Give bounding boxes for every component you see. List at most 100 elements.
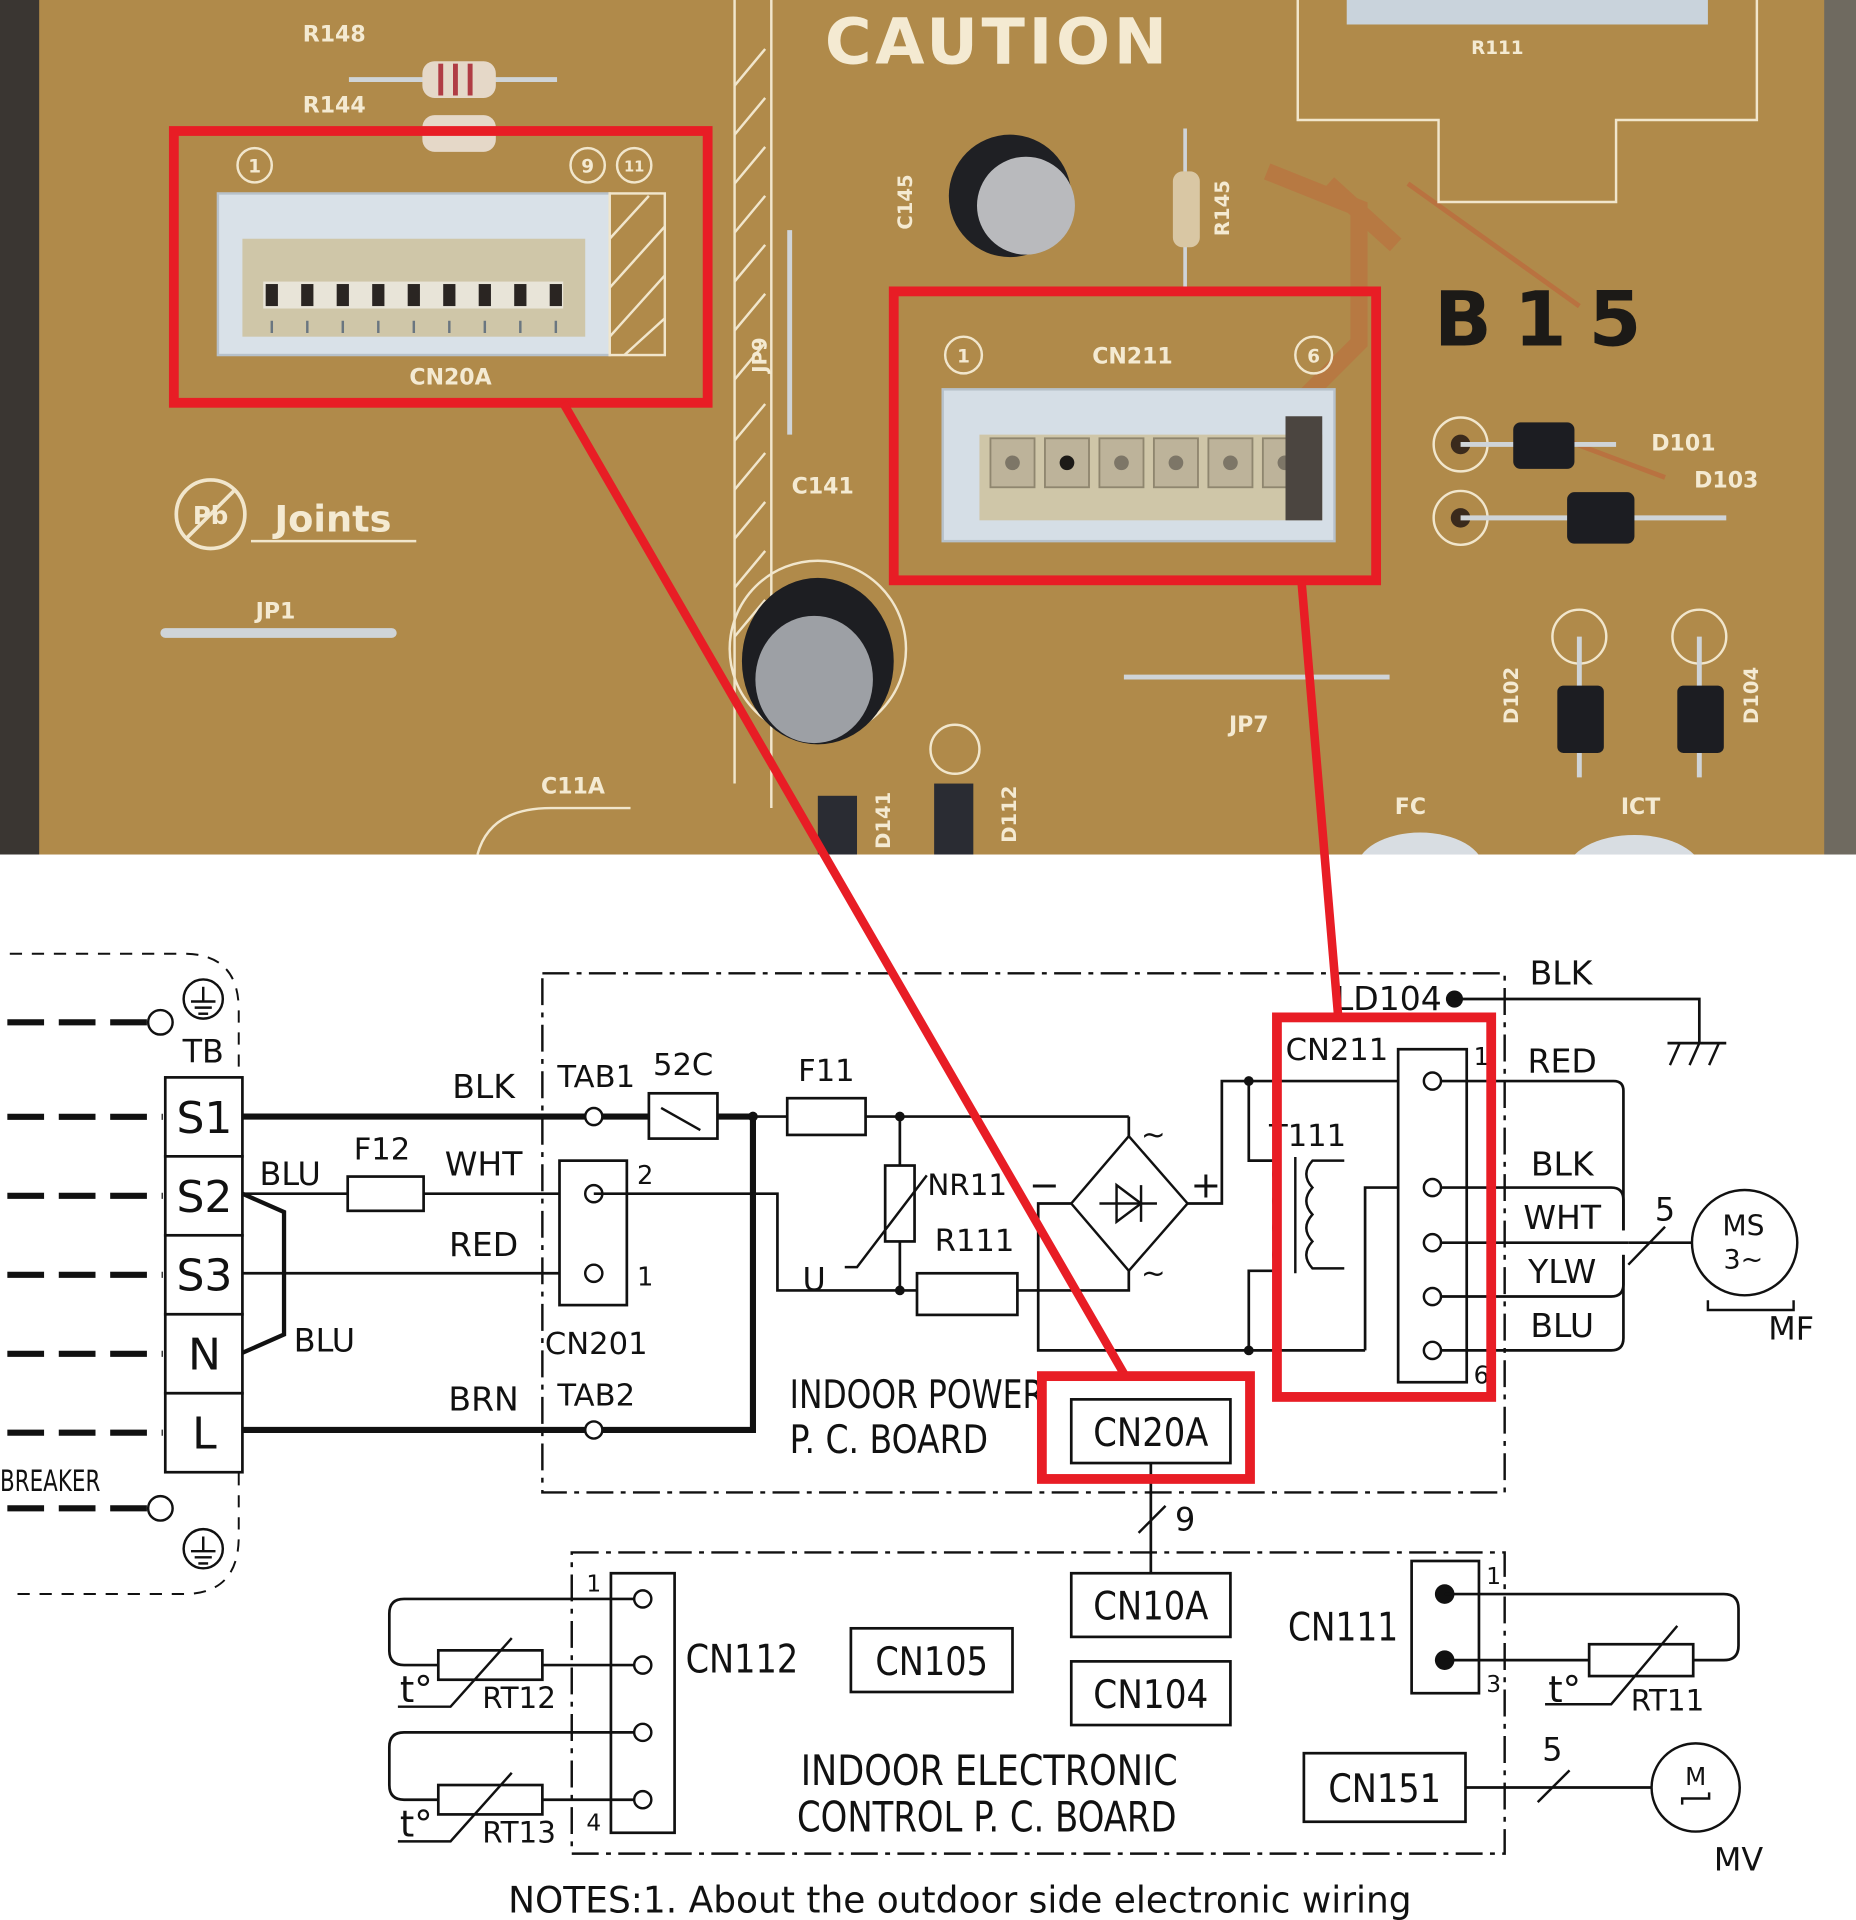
cn20a-photo-pin [443, 284, 456, 307]
cn211-pin [1422, 1071, 1443, 1091]
rt11-temp-symbol: t° [1548, 1668, 1581, 1711]
cn211-pin6-label: 6 [1474, 1360, 1490, 1389]
fan-wire-label: BLU [1530, 1306, 1594, 1345]
cn10a-label: CN10A [1093, 1585, 1208, 1630]
fan-bundle-count: 5 [1655, 1191, 1675, 1229]
cn20a-pin11-mark: 11 [624, 158, 644, 175]
cn111-pin3-label: 3 [1486, 1671, 1501, 1698]
cn20a-photo-pin [478, 284, 491, 307]
r148-bands [438, 63, 473, 96]
cn211-pin1-label: 1 [1474, 1042, 1490, 1071]
wire-label-s3: RED [449, 1225, 518, 1264]
label-d103: D103 [1694, 468, 1758, 493]
power-board-title: INDOOR POWER [790, 1373, 1045, 1418]
cn211-photo-label: CN211 [1092, 345, 1173, 370]
ground-icon [182, 978, 225, 1020]
relay-label: 52C [653, 1048, 713, 1083]
control-board-frame [570, 1551, 1506, 1855]
pcb-photo: CAUTION R111 B15 R148 R144 1 9 11 CN20A [0, 0, 1856, 909]
terminal-label: N [188, 1330, 221, 1381]
callout-line-cn211 [1297, 579, 1343, 1017]
diode-d141 [817, 795, 858, 855]
highlight-cn211-schematic [1272, 1012, 1497, 1402]
rt13-temp-symbol: t° [400, 1802, 433, 1845]
cn111-pin1-label: 1 [1486, 1563, 1501, 1590]
cn211-photo-pin [1059, 455, 1075, 471]
fan-motor-bracket [1706, 1300, 1795, 1312]
r111-component [1346, 0, 1708, 25]
cn20a-pin1-mark: 1 [248, 157, 261, 178]
label-fc: FC [1395, 795, 1426, 820]
label-r144: R144 [303, 94, 366, 119]
cn112-pin [632, 1722, 653, 1743]
cn20a-photo-label: CN20A [409, 365, 491, 390]
label-d104: D104 [1740, 667, 1763, 724]
ground-wire-label: BLK [1530, 953, 1594, 992]
cn211-label: CN211 [1286, 1033, 1389, 1068]
cn112-pin [632, 1789, 653, 1810]
wire-rt12 [387, 1597, 635, 1667]
label-r145: R145 [1211, 180, 1234, 236]
wire-fan-blk [1441, 1186, 1625, 1231]
cn112-label: CN112 [686, 1637, 799, 1682]
wire-dc-minus [1036, 1202, 1366, 1352]
control-board-title: INDOOR ELECTRONIC [801, 1746, 1178, 1795]
rt12-label: RT12 [482, 1681, 556, 1715]
tab2-label: TAB2 [556, 1378, 635, 1413]
connector-cn104 [1069, 1660, 1232, 1727]
board-code: B15 [1434, 275, 1664, 363]
fuse-f11 [785, 1096, 867, 1137]
wire-label-n-blu: BLU [294, 1322, 355, 1360]
power-board-subtitle: P. C. BOARD [790, 1418, 988, 1463]
vane-motor-icon [1650, 1742, 1741, 1833]
terminal-s3 [163, 1233, 244, 1316]
rectifier-plus: + [1191, 1163, 1222, 1206]
pb-free-icon [174, 478, 247, 551]
cn20a-photo-pin [265, 284, 278, 307]
tab2-terminal [583, 1420, 604, 1440]
fan-motor-type: MS [1722, 1209, 1764, 1242]
vane-motor-step-icon [1680, 1792, 1711, 1805]
notes-text: NOTES:1. About the outdoor side electron… [508, 1878, 1412, 1920]
label-c141: C141 [792, 474, 854, 499]
cn112-pin [632, 1589, 653, 1609]
bridge-rectifier [1069, 1134, 1190, 1273]
bundle-slash [1137, 1505, 1167, 1534]
tab1-label: TAB1 [556, 1060, 635, 1095]
cn211-photo-pin [1005, 455, 1020, 471]
rectifier-minus: − [1029, 1163, 1060, 1206]
connector-cn10a [1069, 1571, 1232, 1639]
d112-pad [929, 723, 981, 775]
highlight-annotations [168, 126, 1497, 1484]
label-d112: D112 [998, 786, 1021, 843]
cn111-label: CN111 [1288, 1606, 1398, 1651]
r148-body [422, 61, 496, 98]
tab1-terminal [583, 1106, 604, 1127]
ground-icon [182, 1527, 225, 1570]
varistor-slash [844, 1174, 928, 1269]
fan-motor-label: MF [1768, 1309, 1814, 1347]
cn211-pin6-mark: 6 [1307, 346, 1320, 367]
fan-motor-phase: 3~ [1724, 1244, 1764, 1275]
cn112-pin [632, 1655, 653, 1675]
rectifier-ac-bottom: ~ [1141, 1256, 1166, 1290]
cn20a-photo-connector: 1 9 11 CN20A [216, 146, 667, 390]
fan-wire-label: RED [1528, 1041, 1597, 1080]
connector-cn112 [609, 1571, 676, 1835]
connector-cn105 [849, 1626, 1014, 1694]
highlight-cn20a-photo [168, 126, 713, 408]
fan-wire-label: YLW [1527, 1252, 1596, 1291]
rt13-label: RT13 [482, 1816, 556, 1850]
pb-joints-label: Joints [271, 497, 391, 540]
wire-fan-red [1441, 1079, 1625, 1231]
fan-wire-label: BLK [1531, 1144, 1595, 1183]
wire [1017, 1270, 1131, 1292]
highlight-cn211-photo [888, 286, 1382, 586]
cn211-photo-pin-cell [1207, 437, 1254, 489]
junction-dot [894, 1285, 905, 1296]
label-jp7: JP7 [1227, 713, 1269, 738]
terminal-area-outline [9, 952, 240, 1596]
